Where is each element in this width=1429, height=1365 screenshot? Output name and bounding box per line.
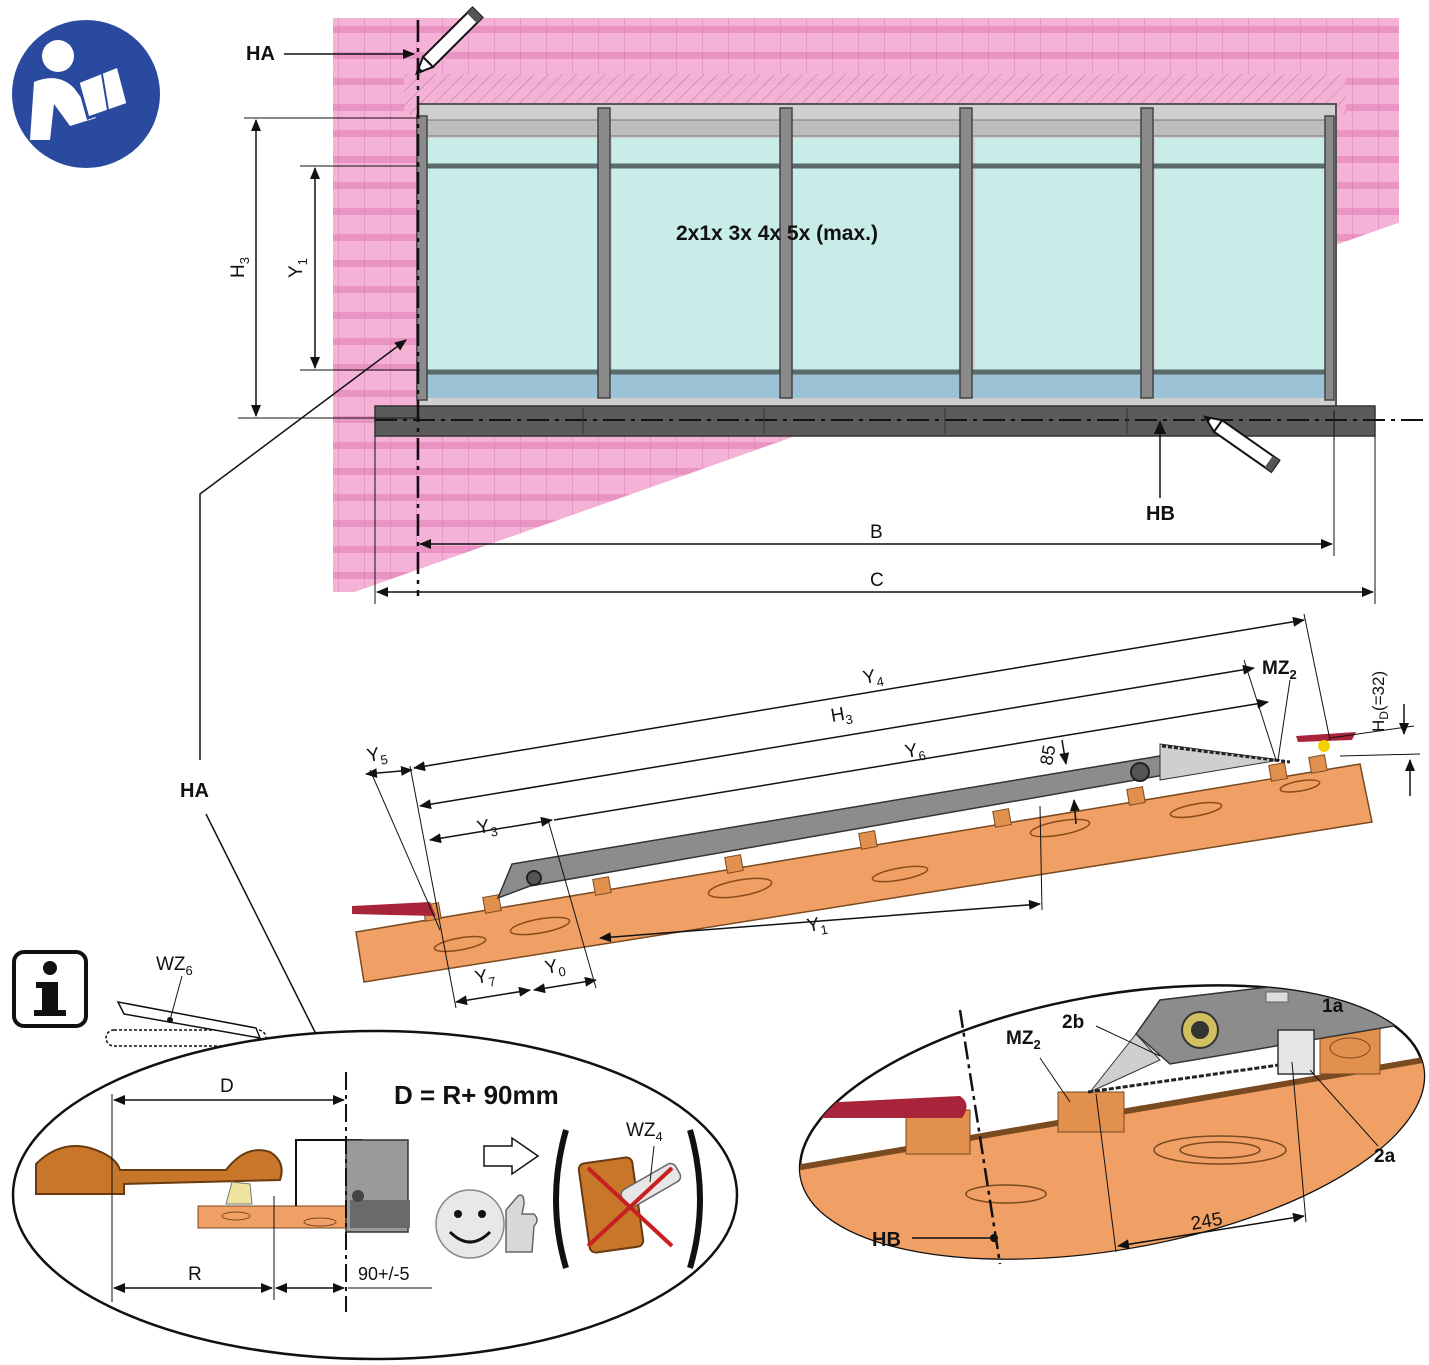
dim-85-label: 85	[1036, 743, 1059, 766]
side-y1-label: Y1	[805, 913, 829, 940]
info-icon	[12, 950, 88, 1028]
label-1a: 1a	[1322, 996, 1344, 1017]
ha-top-label: HA	[246, 43, 275, 65]
y3-label: Y3	[475, 815, 499, 842]
side-h3-label: H3	[829, 703, 854, 730]
panel-count-label: 2x1x 3x 4x 5x (max.)	[676, 222, 878, 245]
y0-label: Y0	[543, 955, 567, 982]
red-flashing-left	[352, 902, 436, 916]
wz4-label: WZ4	[626, 1120, 663, 1144]
formula-label: D = R+ 90mm	[394, 1080, 559, 1110]
ha-mid-label: HA	[180, 780, 209, 802]
y5-label: Y5	[365, 743, 389, 770]
mz2-label: MZ2	[1262, 658, 1297, 682]
right-detail: HB MZ2 2b 1a 2a 245	[790, 967, 1429, 1300]
label-2b: 2b	[1062, 1012, 1084, 1033]
top-rail	[419, 119, 1335, 137]
glass-panes	[422, 138, 1330, 398]
side-view: Y4 H3 Y6 Y5 Y3 Y1 Y7 Y0 85 MZ2 HD(=32)	[352, 613, 1421, 1009]
b-label: B	[870, 522, 883, 543]
read-manual-icon	[12, 20, 160, 168]
wz6-label: WZ6	[156, 954, 193, 978]
c-label: C	[870, 570, 884, 591]
hd-label: HD(=32)	[1369, 671, 1391, 732]
hb-detail-label: HB	[872, 1229, 901, 1251]
profile-top-gray	[1159, 743, 1281, 781]
label-2a: 2a	[1374, 1146, 1396, 1167]
pencil-icon	[1202, 415, 1281, 474]
tolerance-label: 90+/-5	[358, 1264, 410, 1284]
mullions	[416, 107, 1335, 401]
smiley-thumbs-up-icon	[435, 1189, 538, 1259]
roof-tile-profile	[35, 1145, 283, 1195]
top-view: HA H3 Y1 2x1x 3x 4x 5x (max.) HB B C	[228, 6, 1429, 606]
pencil-icon	[414, 6, 484, 76]
r-label: R	[188, 1264, 202, 1285]
d-label: D	[220, 1076, 234, 1097]
ha-leader-line	[199, 339, 407, 760]
h3-label: H3	[228, 257, 252, 278]
red-flashing-right	[1296, 732, 1356, 742]
left-detail: WZ6 D R 90+/-5 D = R+ 90mm	[11, 950, 739, 1361]
arrow-right-icon	[483, 1136, 540, 1176]
hb-top-label: HB	[1146, 503, 1175, 525]
y6-label: Y6	[903, 739, 927, 766]
y4-label: Y4	[861, 665, 885, 692]
drill-prohibited-icon: WZ4	[553, 1120, 703, 1269]
dim-245-label: 245	[1189, 1209, 1224, 1235]
mz2-detail-label: MZ2	[1006, 1028, 1041, 1052]
y7-label: Y7	[473, 965, 497, 992]
y1-label: Y1	[286, 258, 310, 278]
wz6-tool: WZ6	[105, 954, 267, 1047]
